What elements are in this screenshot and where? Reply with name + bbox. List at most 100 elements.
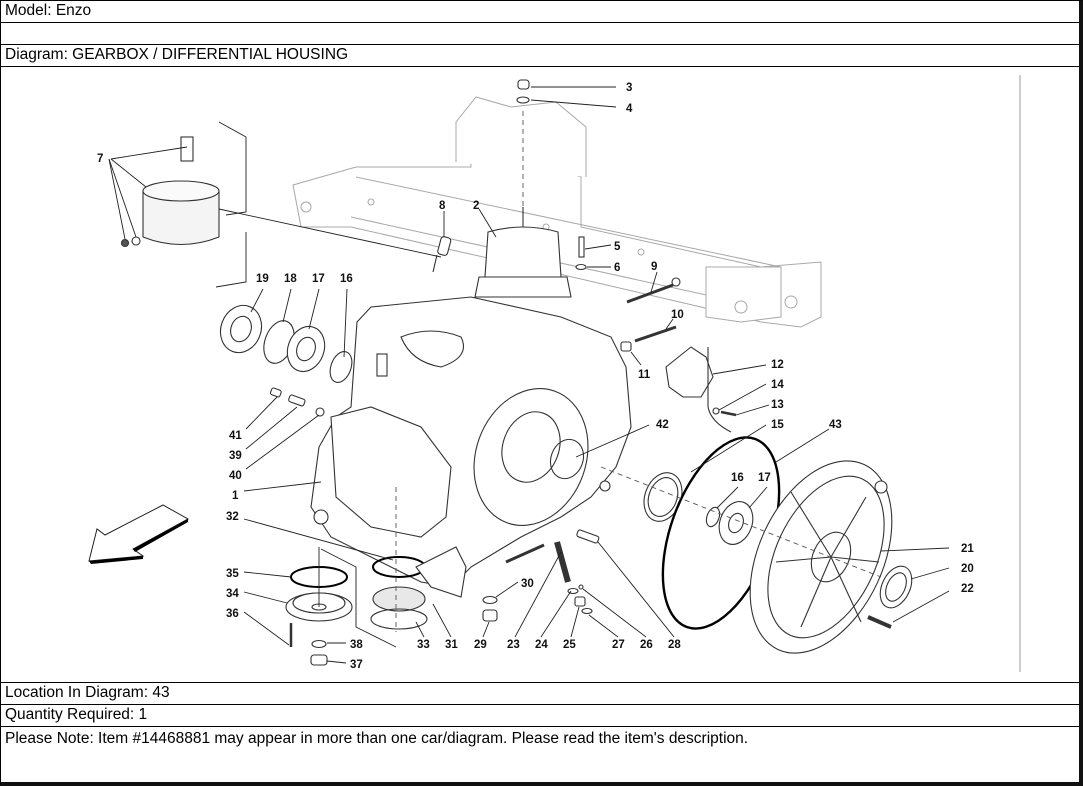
callout-22: 22 (961, 583, 974, 595)
part-30-washer (482, 595, 498, 605)
part-13-screw (720, 410, 737, 417)
note-row: Please Note: Item #14468881 may appear i… (1, 727, 1079, 783)
part-4-washer (516, 96, 530, 104)
part-3-nut (517, 79, 530, 90)
part-1-gearbox-housing (310, 296, 632, 588)
callout-4: 4 (626, 103, 633, 115)
bottom-bracket-line (320, 548, 397, 648)
callout-6: 6 (614, 262, 620, 274)
callout-14: 14 (771, 379, 784, 391)
callout-35: 35 (226, 568, 239, 580)
part-20-oil-seal (879, 565, 913, 609)
part-26-seal (578, 584, 584, 590)
callout-27: 27 (612, 639, 625, 651)
part-16-circlip-right (705, 506, 721, 528)
part-5-bolt (578, 236, 585, 258)
part-11-spacer (620, 341, 632, 352)
part-23-filter-tube (554, 541, 571, 583)
callout-9: 9 (651, 261, 657, 273)
part-7-heat-shield (108, 136, 220, 248)
diagram-title-row: Diagram: GEARBOX / DIFFERENTIAL HOUSING (1, 45, 1079, 67)
quantity-row: Quantity Required: 1 (1, 705, 1079, 727)
callout-38: 38 (350, 639, 363, 651)
inset-leader-line (218, 208, 442, 258)
diagram-label: Diagram: GEARBOX / DIFFERENTIAL HOUSING (5, 46, 349, 63)
callout-18: 18 (284, 273, 297, 285)
callout-8: 8 (439, 200, 446, 212)
part-8-sensor (432, 236, 452, 273)
part-38-washer (311, 639, 327, 649)
leader-lines (243, 86, 950, 664)
callout-19: 19 (256, 273, 269, 285)
callout-41: 41 (229, 430, 242, 442)
part-16-circlip (329, 351, 353, 383)
callout-3: 3 (626, 82, 632, 94)
part-17-bearing-right (718, 501, 754, 545)
part-2-gearbox-mount (474, 207, 572, 298)
part-19-oil-seal (219, 304, 263, 354)
callout-2: 2 (473, 200, 479, 212)
callout-16: 16 (340, 273, 353, 285)
inset-bracket-line (215, 121, 247, 288)
part-22-bolt (867, 615, 892, 629)
callout-17-right: 17 (758, 472, 771, 484)
callout-36: 36 (226, 608, 239, 620)
callout-11: 11 (638, 369, 651, 381)
note-text: Please Note: Item #14468881 may appear i… (5, 730, 749, 747)
callout-23: 23 (507, 639, 520, 651)
callout-12: 12 (771, 359, 784, 371)
part-29-plug (482, 609, 498, 622)
callout-33: 33 (417, 639, 430, 651)
part-6-washer (575, 263, 587, 271)
callout-28: 28 (668, 639, 681, 651)
part-39-sensor (288, 394, 306, 407)
callout-5: 5 (614, 241, 621, 253)
part-33-filter (370, 586, 428, 630)
callout-32: 32 (226, 511, 239, 523)
part-37-plug (310, 654, 328, 666)
part-27-clip (581, 607, 593, 615)
location-label: Location In Diagram: 43 (5, 684, 170, 701)
model-row: Model: Enzo (1, 1, 1079, 23)
callout-29: 29 (474, 639, 487, 651)
callout-34: 34 (226, 588, 239, 600)
part-28-sensor (576, 529, 600, 544)
callout-21: 21 (961, 543, 974, 555)
part-40-washer (315, 407, 325, 417)
part-10-stud (634, 325, 677, 343)
front-direction-arrow-icon (88, 504, 190, 564)
callout-37: 37 (350, 659, 363, 671)
part-9-bolt (626, 277, 681, 304)
location-row: Location In Diagram: 43 (1, 683, 1079, 705)
model-label: Model: Enzo (5, 2, 92, 19)
part-25-plug (574, 596, 586, 607)
callout-42: 42 (656, 419, 669, 431)
callout-16-right: 16 (731, 472, 744, 484)
callout-25: 25 (563, 639, 576, 651)
callout-30: 30 (521, 578, 534, 590)
part-12-bracket (665, 346, 732, 433)
callout-39: 39 (229, 450, 242, 462)
quantity-label: Quantity Required: 1 (5, 706, 148, 723)
part-31-bracket (415, 546, 467, 598)
part-17-bearing (286, 325, 326, 373)
part-41-plug (269, 387, 282, 398)
callout-31: 31 (445, 639, 458, 651)
part-14-washer (712, 407, 720, 415)
exploded-parts-diagram: 3 4 8 2 5 6 9 10 11 12 14 13 15 43 42 7 … (88, 75, 1021, 672)
callout-20: 20 (961, 563, 974, 575)
part-21-differential-cover (749, 460, 893, 654)
drain-bolt (505, 543, 545, 564)
callout-1: 1 (232, 490, 239, 502)
part-42-seal-ring (549, 438, 585, 480)
callout-26: 26 (640, 639, 653, 651)
callout-7: 7 (97, 153, 103, 165)
callout-40: 40 (229, 470, 242, 482)
callout-10: 10 (671, 309, 684, 321)
callout-17: 17 (312, 273, 325, 285)
diagram-image-cell: 3 4 8 2 5 6 9 10 11 12 14 13 15 43 42 7 … (1, 67, 1079, 683)
blank-row (1, 23, 1079, 45)
callout-15: 15 (771, 419, 784, 431)
callout-43: 43 (829, 419, 842, 431)
